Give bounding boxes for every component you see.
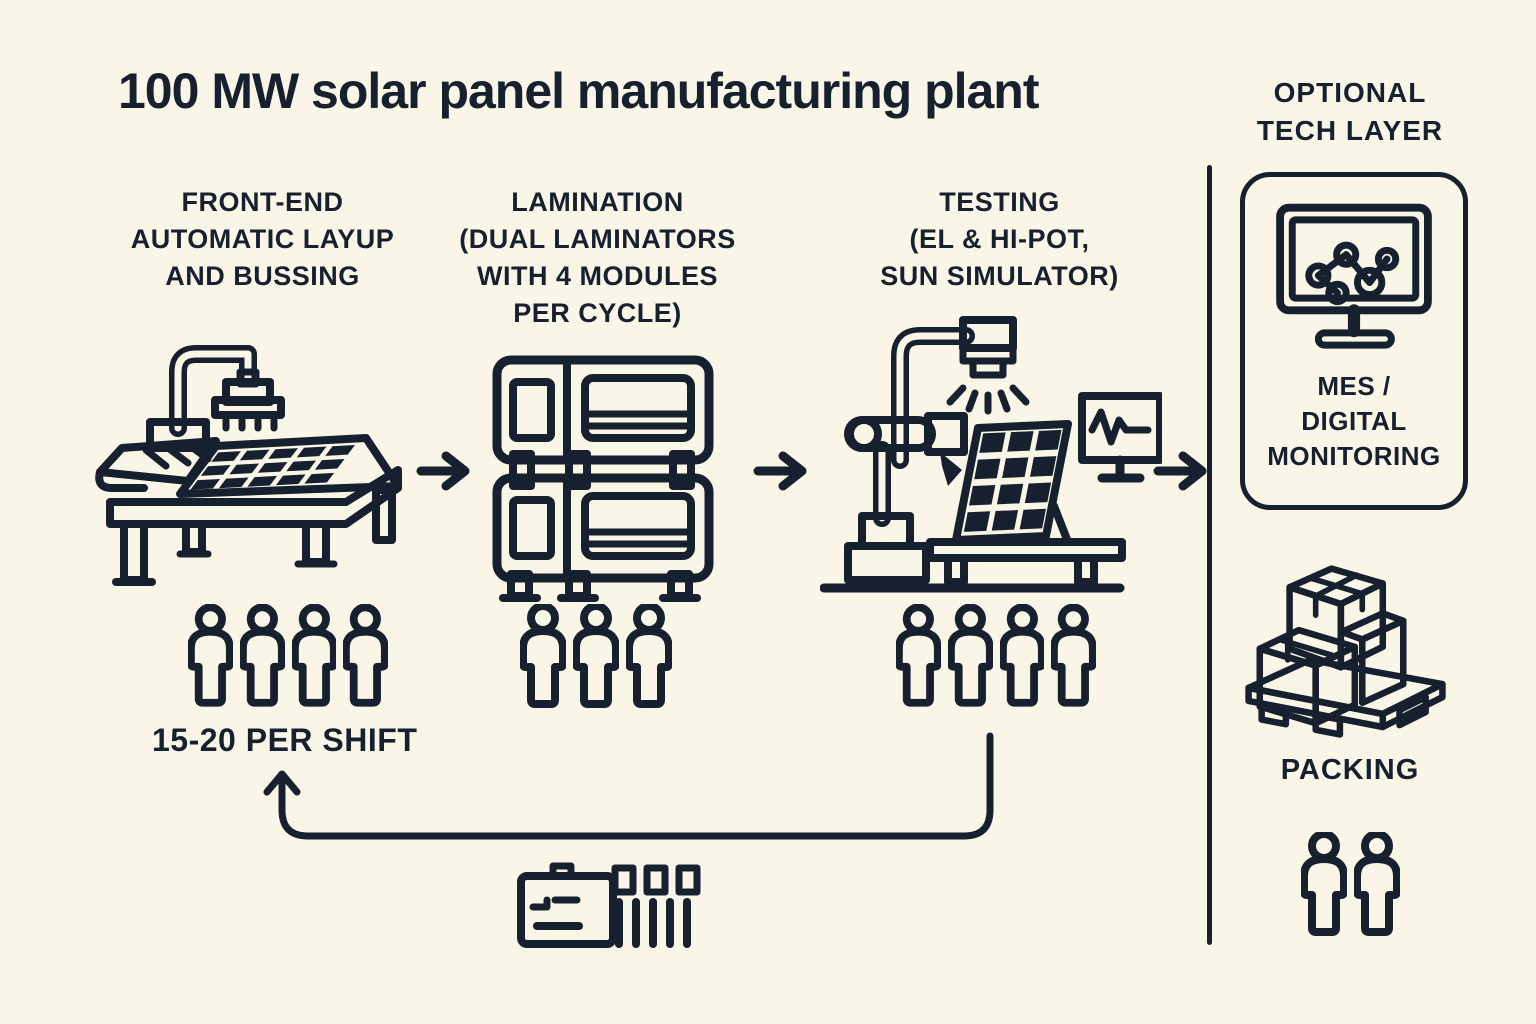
person-icon <box>573 604 619 710</box>
person-icon <box>240 604 285 710</box>
packing-label: PACKING <box>1280 754 1420 786</box>
mes-box: MES / DIGITAL MONITORING <box>1240 172 1468 510</box>
person-icon <box>948 604 993 710</box>
arrow-right-icon <box>1152 448 1214 494</box>
arrow-right-icon <box>415 448 477 494</box>
person-icon <box>1000 604 1045 710</box>
person-icon <box>292 604 337 710</box>
section-divider <box>1207 165 1212 945</box>
layup-machine-icon <box>88 328 418 610</box>
person-icon <box>896 604 941 710</box>
packing-staff <box>1296 832 1404 938</box>
tech-layer-heading: OPTIONAL TECH LAYER <box>1256 77 1444 146</box>
test-station-icon <box>820 310 1162 594</box>
arrow-right-icon <box>752 448 814 494</box>
person-icon <box>188 604 233 710</box>
person-icon <box>626 604 672 710</box>
workers-testing <box>896 604 1096 710</box>
person-icon <box>343 604 388 710</box>
stringer-machine-icon <box>515 860 705 952</box>
monitor-chart-icon <box>1276 203 1432 349</box>
person-icon <box>1354 832 1400 938</box>
workers-front-end <box>188 604 388 710</box>
workers-lamination <box>520 604 672 710</box>
dual-laminator-icon <box>483 352 723 602</box>
staffing-note: 15-20 PER SHIFT <box>152 722 418 758</box>
stage-label-front-end: FRONT-END AUTOMATIC LAYUP AND BUSSING <box>130 187 395 291</box>
person-icon <box>1301 832 1347 938</box>
feedback-arrow-icon <box>252 728 1014 856</box>
person-icon <box>520 604 566 710</box>
person-icon <box>1051 604 1096 710</box>
page-title: 100 MW solar panel manufacturing plant <box>118 63 1039 119</box>
stage-label-testing: TESTING (EL & HI-POT, SUN SIMULATOR) <box>880 187 1119 291</box>
boxes-pallet-icon <box>1243 545 1448 745</box>
mes-label: MES / DIGITAL MONITORING <box>1267 371 1441 471</box>
stage-label-lamination: LAMINATION (DUAL LAMINATORS WITH 4 MODUL… <box>459 187 736 328</box>
